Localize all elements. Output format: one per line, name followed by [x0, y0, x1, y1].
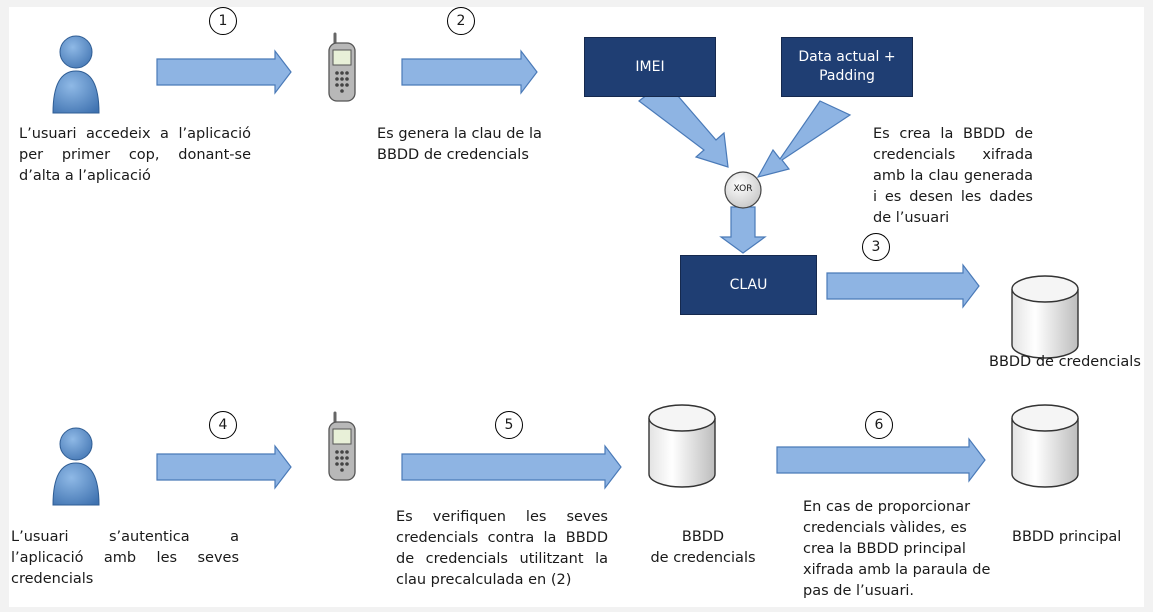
xor-node: [724, 171, 762, 209]
date-line-1: Data actual +: [798, 49, 896, 65]
database-icon-credentials-top: [1011, 275, 1079, 359]
date-padding-box: Data actual + Padding: [781, 37, 913, 97]
database-icon-main: [1011, 404, 1079, 488]
step-1-badge: 1: [209, 7, 237, 35]
caption-credentials-db-top: BBDD de credencials: [989, 354, 1141, 370]
credentials-db-bottom-line-1: BBDD: [681, 529, 725, 545]
date-line-2: Padding: [819, 68, 875, 84]
mobile-phone-icon-top: [327, 32, 357, 103]
caption-key-generated: Es genera la clau de la BBDD de credenci…: [377, 126, 542, 163]
imei-box: IMEI: [584, 37, 716, 97]
caption-user-auth: L’usuari s’autentica a l’aplicació amb l…: [11, 529, 239, 587]
arrow-3: [826, 263, 980, 309]
xor-label: XOR: [733, 184, 753, 194]
step-5-badge: 5: [495, 411, 523, 439]
arrow-xor-to-clau: [719, 206, 767, 254]
database-icon-credentials-bottom: [648, 404, 716, 488]
diagram-canvas: XOR IMEI Data actual + Padding CLAU 1 2 …: [9, 7, 1144, 607]
step-4-badge: 4: [209, 411, 237, 439]
clau-box: CLAU: [680, 255, 817, 315]
caption-main-db: BBDD principal: [1012, 529, 1122, 545]
diagram-graphics: [52, 32, 1079, 506]
step-2-badge: 2: [447, 7, 475, 35]
arrow-date-to-xor: [756, 100, 852, 178]
step-6-badge: 6: [865, 411, 893, 439]
caption-verify: Es verifiquen les seves credencials cont…: [396, 509, 608, 588]
caption-create-db: Es crea la BBDD de credencials xifrada a…: [873, 126, 1033, 226]
clau-box-label: CLAU: [729, 276, 768, 293]
credentials-db-bottom-line-2: de credencials: [650, 550, 756, 566]
arrow-6: [776, 437, 986, 483]
arrow-4: [156, 444, 292, 490]
arrow-1: [156, 49, 292, 95]
caption-valid-credentials: En cas de proporcionar credencials vàlid…: [803, 499, 991, 599]
arrow-2: [401, 49, 538, 95]
caption-user-signup: L’usuari accedeix a l’aplicació per prim…: [19, 126, 251, 184]
mobile-phone-icon-bottom: [327, 411, 357, 482]
imei-box-label: IMEI: [635, 58, 665, 75]
step-3-badge: 3: [862, 233, 890, 261]
user-icon-top: [52, 35, 100, 114]
user-icon-bottom: [52, 427, 100, 506]
caption-credentials-db-bottom: BBDD de credencials: [643, 527, 763, 569]
arrow-5: [401, 444, 622, 490]
